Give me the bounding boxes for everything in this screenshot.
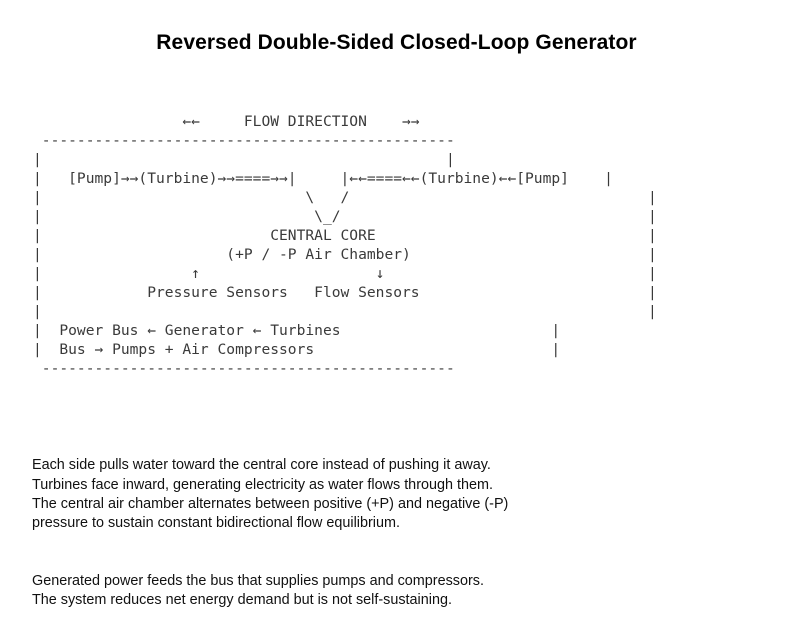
- ascii-system-diagram: ←← FLOW DIRECTION →→ -------------------…: [33, 113, 657, 377]
- page-title: Reversed Double-Sided Closed-Loop Genera…: [156, 31, 637, 54]
- notes-paragraph-1: Each side pulls water toward the central…: [32, 457, 509, 532]
- explanatory-notes: Each side pulls water toward the central…: [32, 437, 672, 630]
- notes-paragraph-2: Generated power feeds the bus that suppl…: [32, 573, 484, 609]
